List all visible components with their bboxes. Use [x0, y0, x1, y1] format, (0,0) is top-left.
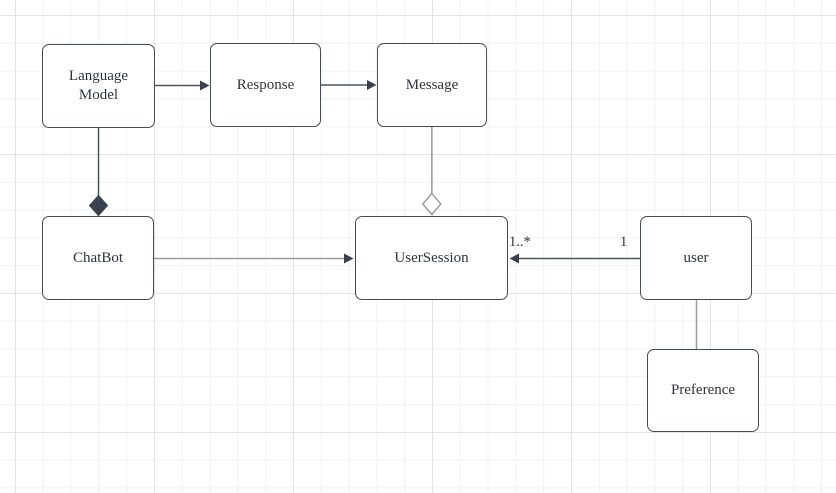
- node-message-label: Message: [405, 76, 459, 93]
- node-language-model[interactable]: Language Model: [42, 44, 155, 128]
- arrowhead-icon: [509, 253, 519, 264]
- arrowhead-icon: [200, 80, 210, 91]
- node-preference[interactable]: Preference: [647, 349, 759, 432]
- edge-language-model-to-chatbot-composition[interactable]: [88, 128, 109, 217]
- node-preference-label: Preference: [670, 382, 736, 398]
- multiplicity-label-user-session[interactable]: 1..*: [509, 234, 531, 250]
- node-message[interactable]: Message: [377, 43, 487, 127]
- node-chatbot-label: ChatBot: [72, 249, 123, 266]
- node-user-label: user: [683, 249, 709, 266]
- node-response[interactable]: Response: [210, 43, 321, 127]
- edge-message-to-user-session-aggregation[interactable]: [421, 127, 442, 216]
- arrowhead-icon: [367, 80, 377, 90]
- multiplicity-label-user[interactable]: 1: [620, 234, 628, 250]
- hollow-diamond-icon: [421, 192, 442, 216]
- arrowhead-icon: [344, 253, 354, 264]
- edge-language-model-to-response[interactable]: [155, 80, 210, 91]
- edge-response-to-message[interactable]: [321, 80, 377, 90]
- node-user[interactable]: user: [640, 216, 752, 300]
- node-language-model-label: Language Model: [68, 68, 129, 103]
- node-user-session[interactable]: UserSession: [355, 216, 508, 300]
- edge-user-to-user-session[interactable]: [509, 253, 641, 264]
- edge-chatbot-to-user-session[interactable]: [154, 253, 354, 264]
- node-response-label: Response: [236, 76, 295, 93]
- node-chatbot[interactable]: ChatBot: [42, 216, 154, 300]
- node-user-session-label: UserSession: [394, 249, 469, 266]
- filled-diamond-icon: [88, 194, 109, 217]
